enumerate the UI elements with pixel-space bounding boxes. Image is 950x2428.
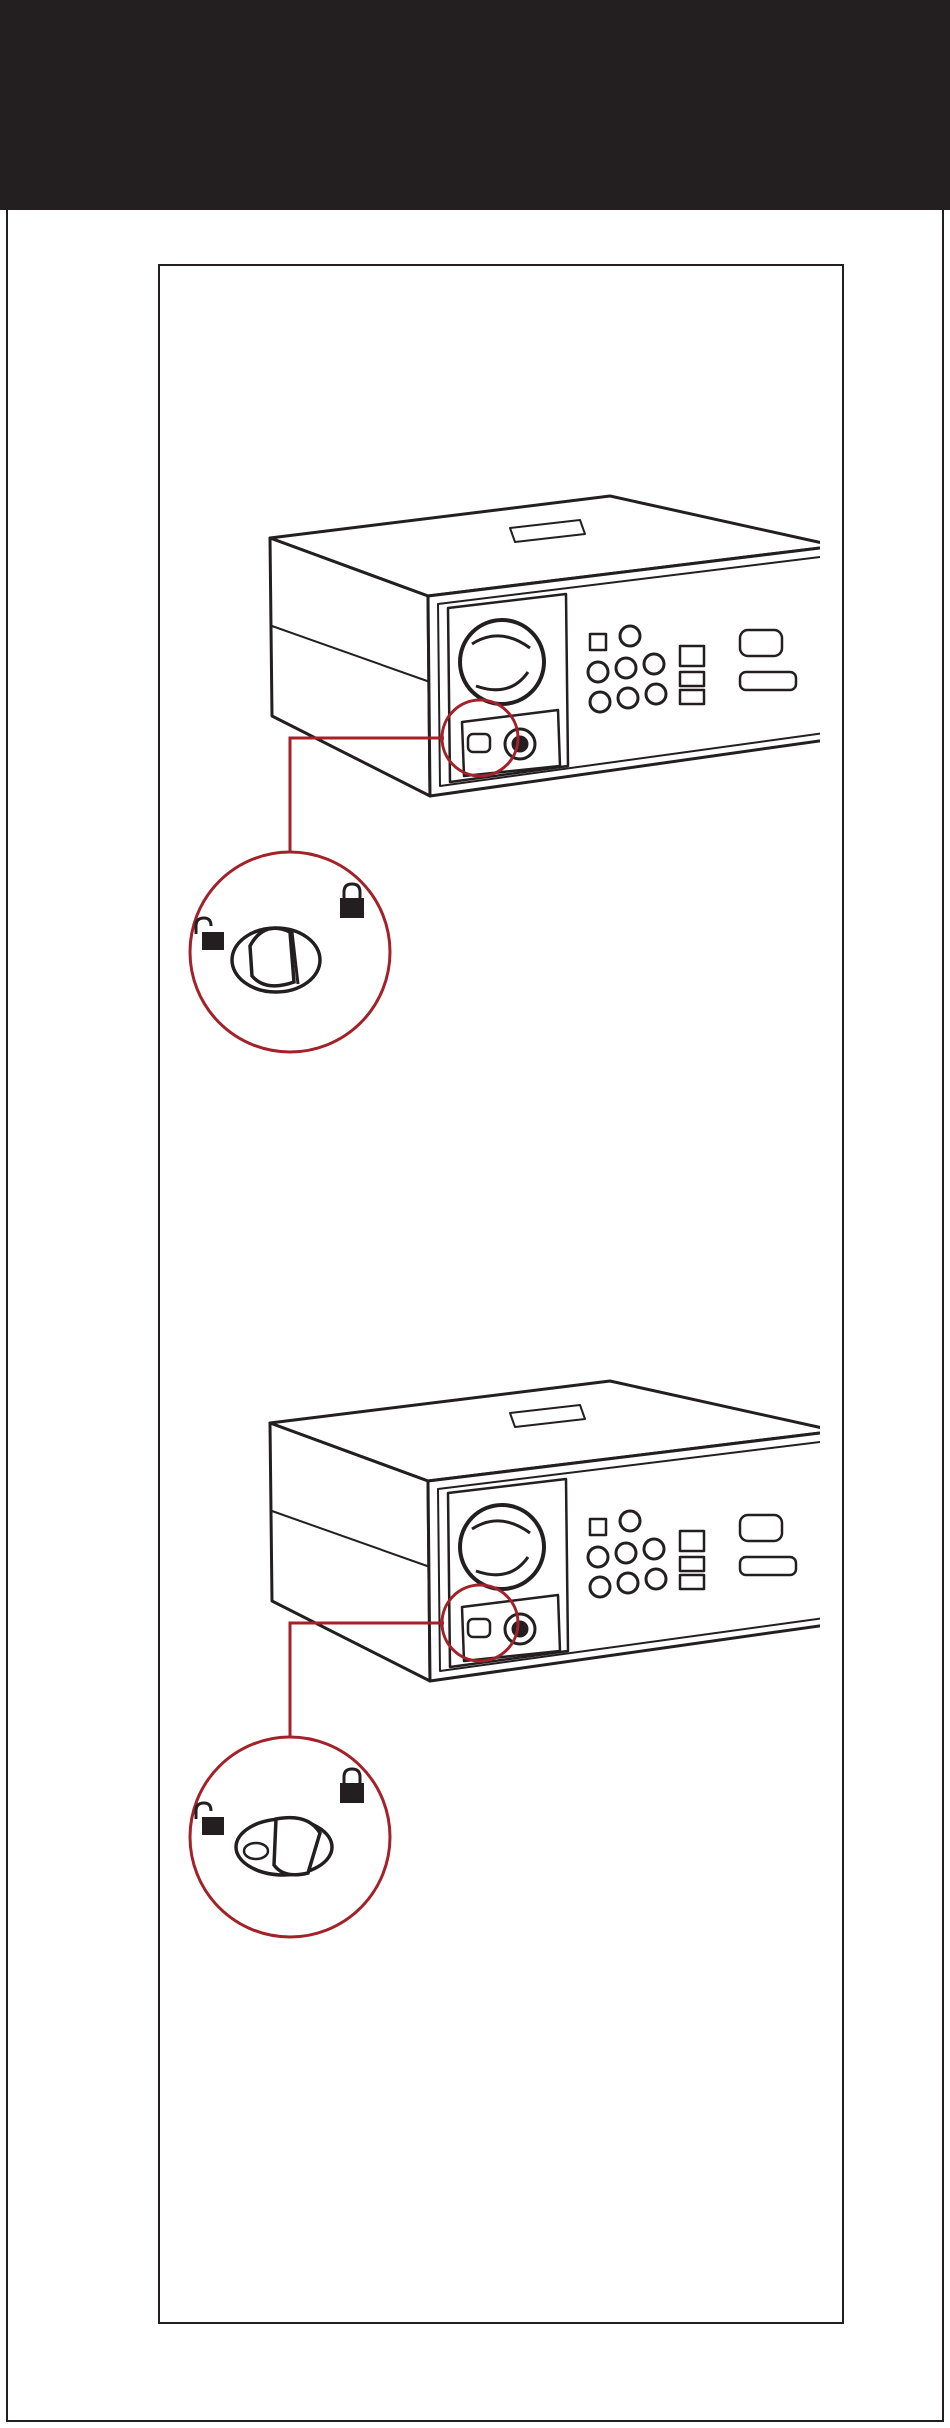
illustration-panel [158, 264, 844, 2324]
lock-detail-callout [190, 852, 390, 1052]
device-illustration-1 [180, 476, 820, 1116]
figure-unlock-position [180, 476, 820, 1116]
media-player-device [270, 1381, 820, 1681]
lock-detail-callout [190, 1737, 390, 1937]
figure-lock-position [180, 1361, 820, 2001]
media-player-device [270, 496, 820, 796]
device-illustration-2 [180, 1361, 820, 2001]
